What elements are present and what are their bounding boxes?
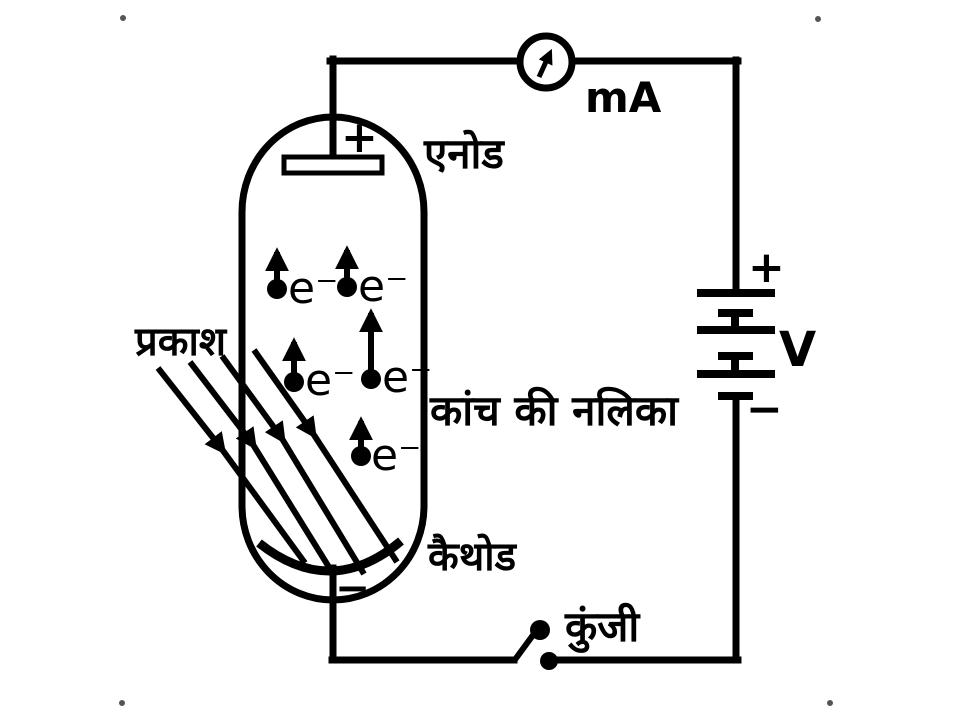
light-ray [251,348,400,564]
milliammeter-symbol: mA [516,32,662,122]
electron: e⁻ [349,416,421,481]
light-rays [155,348,400,576]
page-dot [119,700,125,706]
key-label: कुंजी [564,602,641,653]
light-ray [219,354,367,576]
electron: e⁻ [282,337,355,406]
electron-dot [361,369,381,389]
electron-label: e⁻ [371,430,421,481]
glass-tube-outline [238,113,428,604]
page-dot [815,16,821,22]
light-ray [187,360,335,574]
switch-contact-upper [530,620,550,640]
electron-dot [337,277,357,297]
light-ray [155,366,308,565]
page-dot [120,15,126,21]
anode-label: एनोड [423,129,505,178]
electron-dot [284,372,304,392]
electron-label: e⁻ [382,352,432,403]
page-dot [827,700,833,706]
electron-label: e⁻ [358,261,408,312]
switch-contact-lower [540,652,558,670]
electron: e⁻ [265,247,338,314]
battery-minus-sign: − [746,384,783,435]
electrons: e⁻ e⁻ e⁻ e⁻ e⁻ [265,245,432,481]
electron-label: e⁻ [288,263,338,314]
electron-dot [267,279,287,299]
electron-label: e⁻ [305,355,355,406]
electron-dot [351,446,371,466]
milliammeter-label: mA [585,73,662,122]
page-dots [119,15,833,706]
electron: e⁻ [359,308,432,403]
anode-symbol: + [281,112,385,176]
electron: e⁻ [335,245,408,312]
cathode-label: कैथोड [427,533,518,580]
glass-tube-label: कांच की नलिका [429,386,680,435]
battery-plus-sign: + [748,242,785,293]
anode-plus-sign: + [341,112,378,163]
circuit-wires [326,55,742,664]
meter-needle [536,48,553,79]
switch-symbol [511,620,558,670]
light-label: प्रकाश [134,319,228,365]
anode-plate [281,154,385,176]
battery-voltage-label: V [779,322,816,378]
battery-symbol: + − V [697,242,816,435]
